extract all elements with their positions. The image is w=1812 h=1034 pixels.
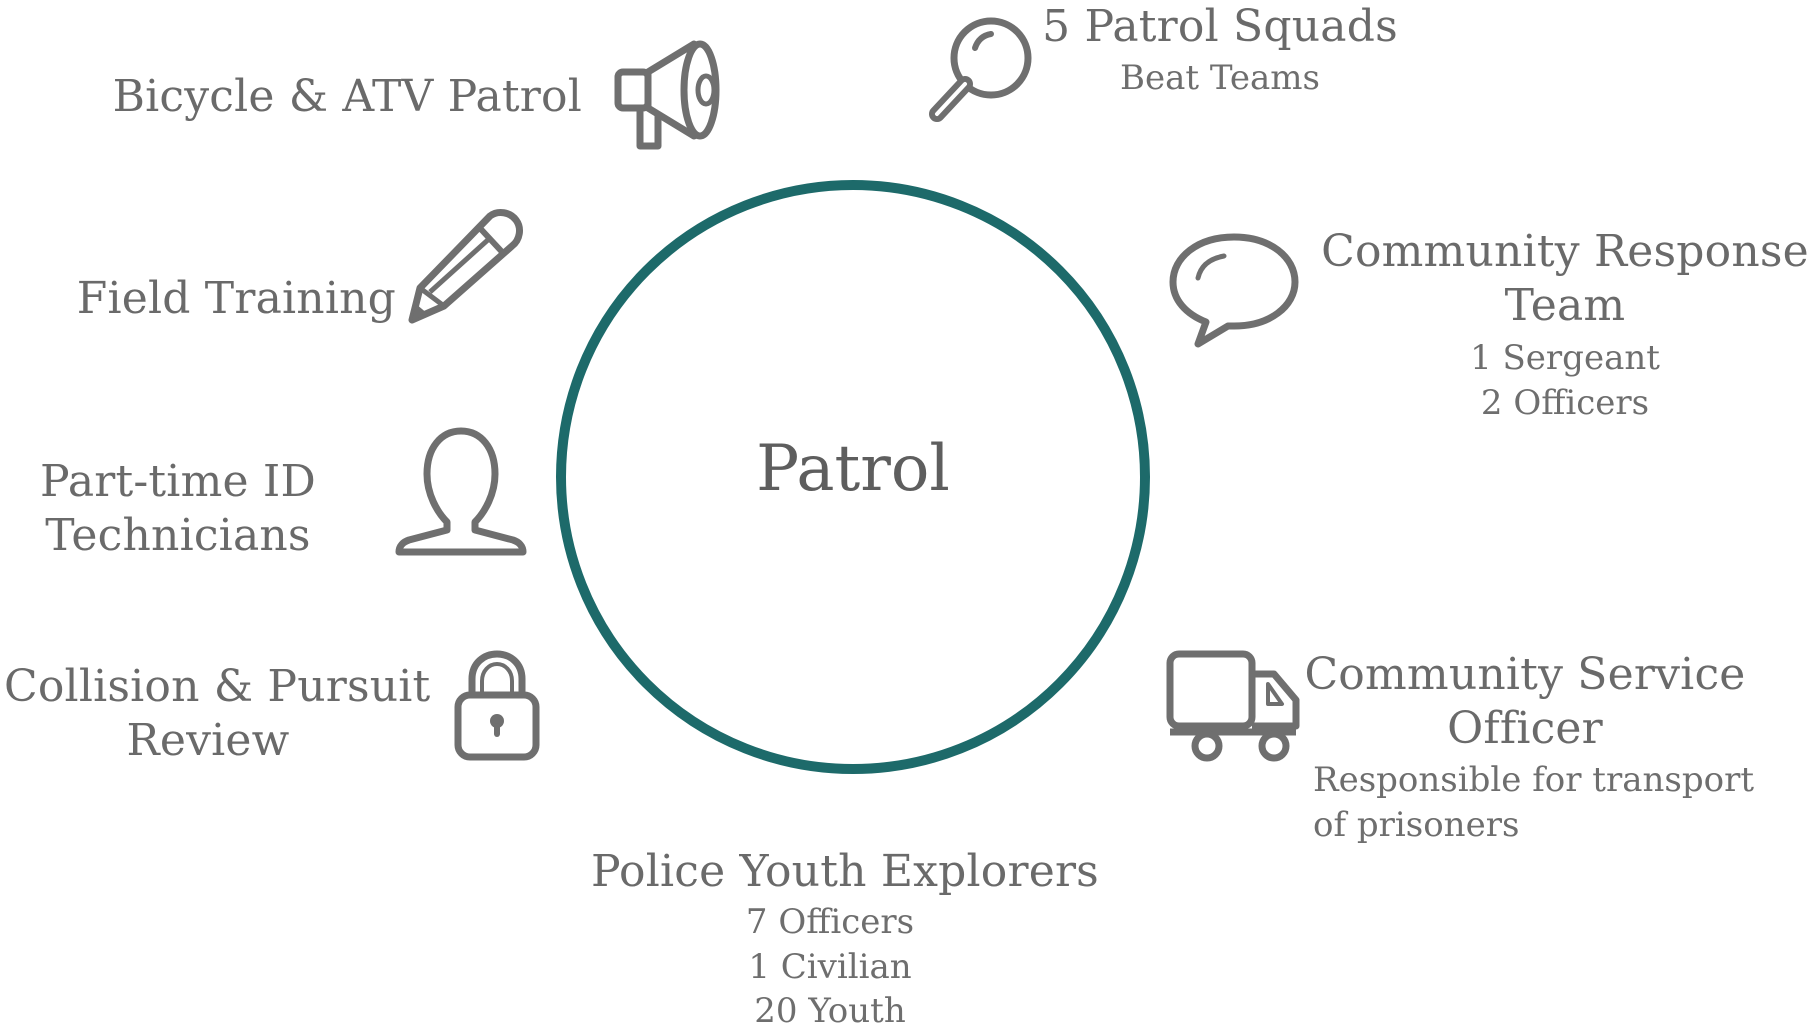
padlock-icon xyxy=(452,649,542,763)
person-icon xyxy=(395,426,527,556)
center-label: Patrol xyxy=(756,432,950,506)
pencil-icon xyxy=(406,208,526,326)
community-service-title-line1: Community Service xyxy=(1304,649,1746,700)
truck-icon xyxy=(1164,648,1306,766)
youth-explorers-detail-2: 1 Civilian xyxy=(748,947,912,987)
field-training-title: Field Training xyxy=(76,273,396,324)
collision-review-title-line1: Collision & Pursuit xyxy=(4,661,431,712)
youth-explorers-detail-1: 7 Officers xyxy=(745,902,915,942)
megaphone-icon xyxy=(612,36,730,154)
community-service-title-line2: Officer xyxy=(1447,703,1603,754)
magnifier-icon xyxy=(925,14,1040,129)
community-service-detail-1: Responsible for transport xyxy=(1313,760,1754,800)
community-response-title-line1: Community Response xyxy=(1321,226,1809,277)
patrol-squads-detail: Beat Teams xyxy=(1120,58,1320,98)
youth-explorers-title: Police Youth Explorers xyxy=(591,846,1099,897)
speech-bubble-icon xyxy=(1168,232,1300,348)
patrol-squads-title: 5 Patrol Squads xyxy=(1042,1,1398,52)
community-service-detail-2: of prisoners xyxy=(1313,805,1520,845)
community-response-detail-2: 2 Officers xyxy=(1480,383,1650,423)
community-response-detail-1: 1 Sergeant xyxy=(1470,338,1660,378)
id-technicians-title-line2: Technicians xyxy=(45,510,311,561)
id-technicians-title-line1: Part-time ID xyxy=(39,456,316,507)
youth-explorers-detail-3: 20 Youth xyxy=(754,991,906,1031)
community-response-title-line2: Team xyxy=(1504,280,1626,331)
bicycle-atv-title: Bicycle & ATV Patrol xyxy=(112,71,582,122)
patrol-circle xyxy=(556,180,1150,774)
collision-review-title-line2: Review xyxy=(126,715,290,766)
